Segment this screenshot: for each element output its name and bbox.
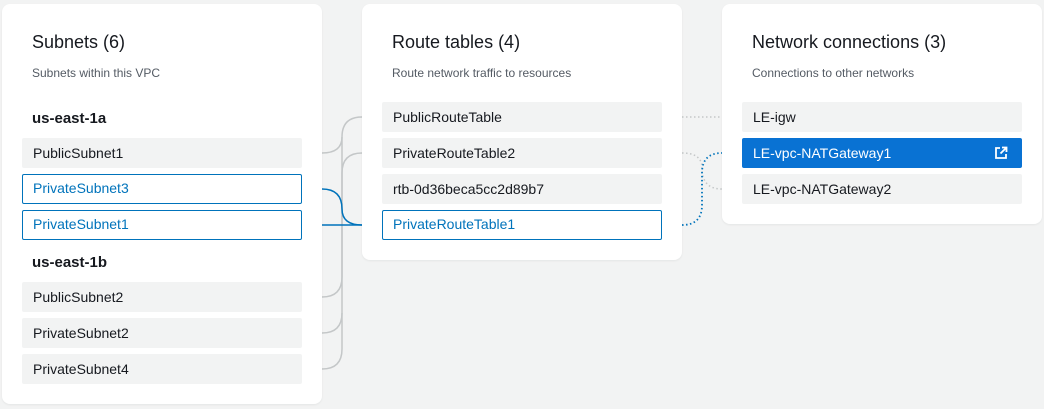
network-connections-subtitle: Connections to other networks bbox=[752, 66, 915, 80]
network-item-le-igw[interactable]: LE-igw bbox=[742, 102, 1022, 132]
subnet-item-publicsubnet2[interactable]: PublicSubnet2 bbox=[22, 282, 302, 312]
route-table-item-privateroutetable2[interactable]: PrivateRouteTable2 bbox=[382, 138, 662, 168]
network-item-label: LE-vpc-NATGateway2 bbox=[753, 181, 892, 197]
network-item-le-vpc-natgateway2[interactable]: LE-vpc-NATGateway2 bbox=[742, 174, 1022, 204]
route-tables-subtitle: Route network traffic to resources bbox=[392, 66, 572, 80]
subnet-item-publicsubnet1[interactable]: PublicSubnet1 bbox=[22, 138, 302, 168]
subnet-item-privatesubnet3[interactable]: PrivateSubnet3 bbox=[22, 174, 302, 204]
network-item-label: LE-vpc-NATGateway1 bbox=[753, 145, 892, 161]
subnets-title: Subnets (6) bbox=[32, 32, 126, 52]
route-table-item-rtb-0d36beca5cc2d89b7[interactable]: rtb-0d36beca5cc2d89b7 bbox=[382, 174, 662, 204]
route-table-item-publicroutetable[interactable]: PublicRouteTable bbox=[382, 102, 662, 132]
network-connections-title: Network connections (3) bbox=[752, 32, 947, 52]
route-tables-title: Route tables (4) bbox=[392, 32, 521, 52]
network-item-label: LE-igw bbox=[753, 109, 796, 125]
zone-label-us-east-1b: us-east-1b bbox=[32, 254, 108, 271]
external-link-icon[interactable] bbox=[994, 146, 1008, 160]
zone-label-us-east-1a: us-east-1a bbox=[32, 110, 107, 127]
subnets-subtitle: Subnets within this VPC bbox=[32, 66, 161, 80]
subnet-item-privatesubnet2[interactable]: PrivateSubnet2 bbox=[22, 318, 302, 348]
network-item-le-vpc-natgateway1[interactable]: LE-vpc-NATGateway1 bbox=[742, 138, 1022, 168]
subnet-item-privatesubnet4[interactable]: PrivateSubnet4 bbox=[22, 354, 302, 384]
subnet-item-privatesubnet1[interactable]: PrivateSubnet1 bbox=[22, 210, 302, 240]
route-table-item-privateroutetable1[interactable]: PrivateRouteTable1 bbox=[382, 210, 662, 240]
